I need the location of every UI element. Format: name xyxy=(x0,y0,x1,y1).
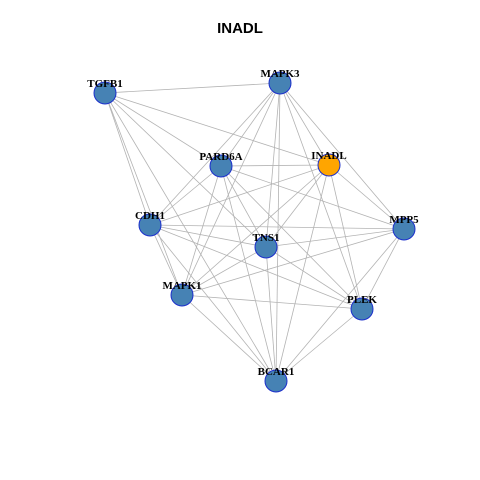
edge-mpp5-tns1 xyxy=(265,228,405,248)
edge-tgfb1-pard6a xyxy=(104,92,222,167)
edge-plek-bcar1 xyxy=(275,308,363,382)
node-circle-pard6a xyxy=(209,154,233,178)
edge-mapk3-mpp5 xyxy=(279,82,405,230)
edge-mapk3-inadl xyxy=(279,82,330,166)
node-label-tgfb1: TGFB1 xyxy=(87,78,122,90)
node-tgfb1: TGFB1 xyxy=(87,78,123,105)
edge-mapk1-plek xyxy=(181,294,363,310)
edge-cdh1-mpp5 xyxy=(149,224,405,230)
edge-tgfb1-bcar1 xyxy=(104,92,277,382)
edge-inadl-bcar1 xyxy=(275,164,330,382)
edge-mpp5-bcar1 xyxy=(275,228,405,382)
edge-tgfb1-inadl xyxy=(104,92,330,166)
edge-pard6a-plek xyxy=(220,165,363,310)
graph-title: INADL xyxy=(217,20,263,37)
edge-mapk3-mapk1 xyxy=(181,82,281,296)
node-circle-cdh1 xyxy=(138,213,162,237)
edge-inadl-mpp5 xyxy=(328,164,405,230)
node-bcar1: BCAR1 xyxy=(258,366,295,393)
node-label-inadl: INADL xyxy=(311,150,346,162)
node-inadl: INADL xyxy=(311,150,347,177)
node-circle-inadl xyxy=(317,153,341,177)
node-tns1: TNS1 xyxy=(253,232,280,259)
edge-tns1-mapk1 xyxy=(181,246,267,296)
node-circle-plek xyxy=(350,297,374,321)
edge-mapk3-tns1 xyxy=(265,82,281,248)
node-label-mapk3: MAPK3 xyxy=(260,68,300,80)
edge-pard6a-tns1 xyxy=(220,165,267,248)
edge-cdh1-bcar1 xyxy=(149,224,277,382)
node-label-mapk1: MAPK1 xyxy=(162,280,201,292)
edge-cdh1-tns1 xyxy=(149,224,267,248)
edge-mpp5-plek xyxy=(361,228,405,310)
edge-tgfb1-mapk1 xyxy=(104,92,183,296)
edge-inadl-mapk1 xyxy=(181,164,330,296)
edge-tgfb1-mapk3 xyxy=(104,82,281,94)
edge-pard6a-inadl xyxy=(220,164,330,167)
node-pard6a: PARD6A xyxy=(199,151,243,178)
node-plek: PLEK xyxy=(347,294,377,321)
edge-pard6a-mpp5 xyxy=(220,165,405,230)
edge-inadl-cdh1 xyxy=(149,164,330,226)
edge-tgfb1-cdh1 xyxy=(104,92,151,226)
node-label-bcar1: BCAR1 xyxy=(258,366,295,378)
edge-tns1-plek xyxy=(265,246,363,310)
edge-pard6a-bcar1 xyxy=(220,165,277,382)
node-label-pard6a: PARD6A xyxy=(199,151,242,163)
node-circle-tns1 xyxy=(254,235,278,259)
node-circle-mpp5 xyxy=(392,217,416,241)
node-mapk3: MAPK3 xyxy=(260,68,300,95)
edge-inadl-tns1 xyxy=(265,164,330,248)
edge-mpp5-mapk1 xyxy=(181,228,405,296)
node-circle-mapk1 xyxy=(170,283,194,307)
node-mapk1: MAPK1 xyxy=(162,280,202,307)
edge-tns1-bcar1 xyxy=(265,246,277,382)
node-circle-mapk3 xyxy=(268,71,292,95)
edge-mapk3-cdh1 xyxy=(149,82,281,226)
edge-cdh1-mapk1 xyxy=(149,224,183,296)
node-mpp5: MPP5 xyxy=(389,214,419,241)
edge-tgfb1-tns1 xyxy=(104,92,267,248)
edge-cdh1-plek xyxy=(149,224,363,310)
edge-mapk1-bcar1 xyxy=(181,294,277,382)
node-circle-tgfb1 xyxy=(93,81,117,105)
edge-pard6a-mapk1 xyxy=(181,165,222,296)
node-label-plek: PLEK xyxy=(347,294,377,306)
edge-layer xyxy=(104,82,405,382)
edge-mapk3-pard6a xyxy=(220,82,281,167)
node-cdh1: CDH1 xyxy=(135,210,165,237)
node-label-cdh1: CDH1 xyxy=(135,210,165,222)
node-circle-bcar1 xyxy=(264,369,288,393)
node-label-mpp5: MPP5 xyxy=(389,214,419,226)
edge-pard6a-cdh1 xyxy=(149,165,222,226)
node-label-tns1: TNS1 xyxy=(253,232,280,244)
